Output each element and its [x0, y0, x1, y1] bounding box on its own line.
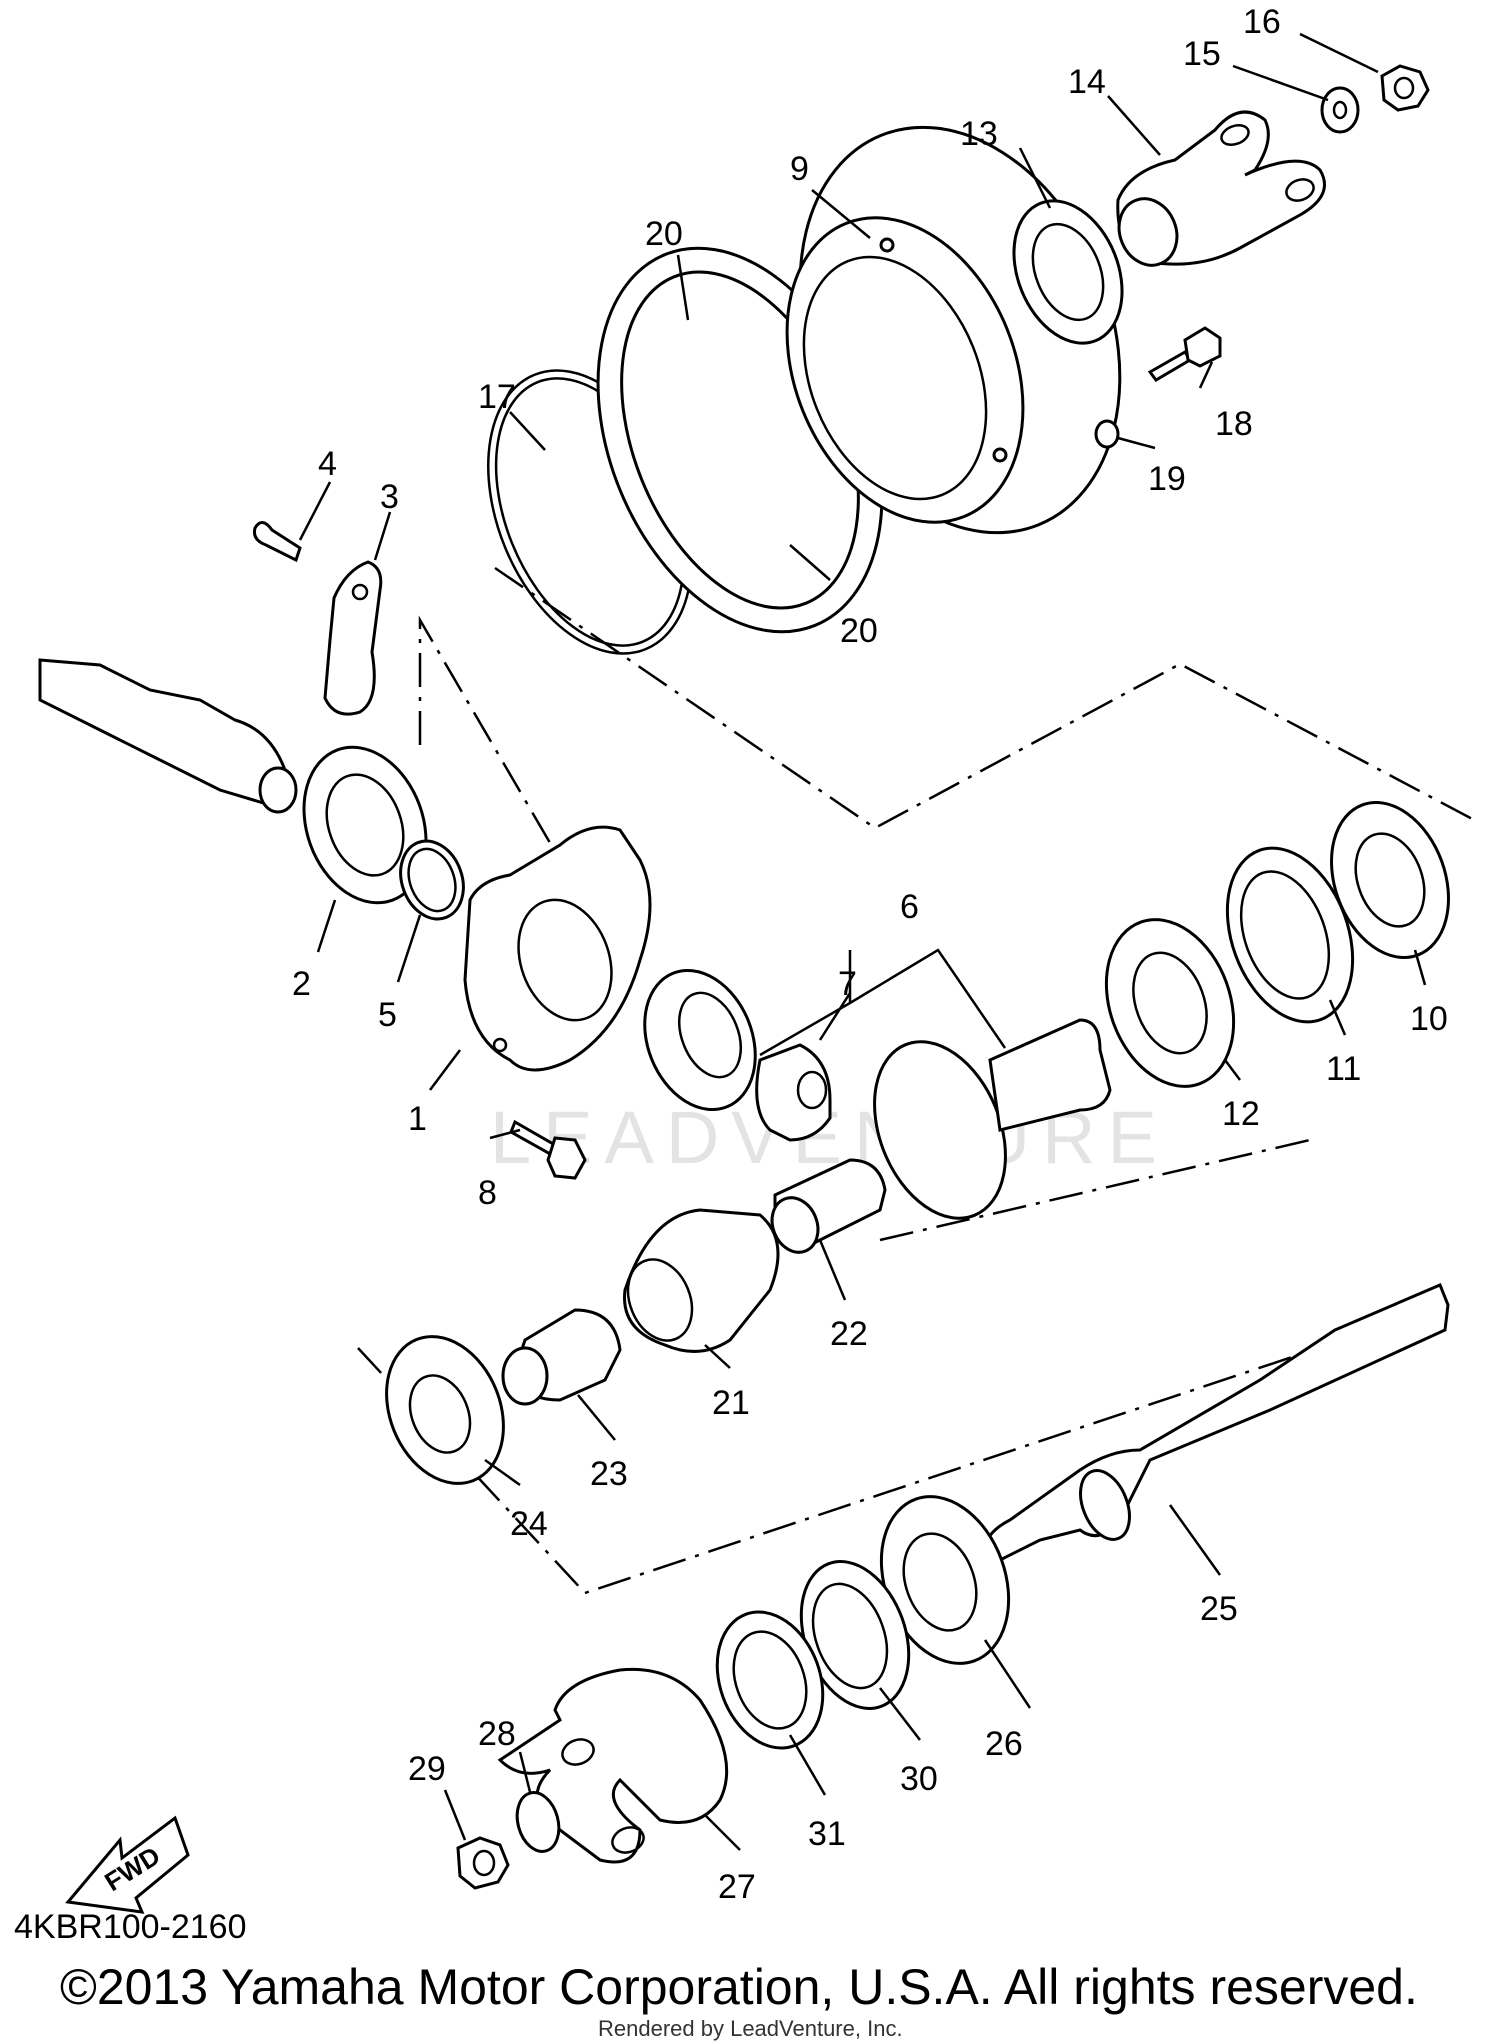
callout-29: 29 — [408, 1750, 446, 1788]
washer-28 — [515, 1791, 561, 1853]
bolt-8 — [509, 1119, 557, 1158]
assembly-line-upper — [494, 566, 1479, 830]
oil-seal-13-inner — [1031, 222, 1105, 322]
bearing-retainer-1 — [463, 825, 652, 1072]
callout-24: 24 — [510, 1505, 548, 1543]
callout-17: 17 — [478, 378, 516, 416]
washer-15 — [1320, 86, 1360, 134]
assembly-line-lower-drive — [879, 1138, 1311, 1242]
pinion-shaft-6 — [988, 1018, 1112, 1132]
callout-25: 25 — [1200, 1590, 1238, 1628]
bearing-24 — [385, 1335, 505, 1485]
callout-20-upper: 20 — [645, 215, 683, 253]
leader-lines — [298, 32, 1427, 1851]
callout-27: 27 — [718, 1868, 756, 1906]
copyright-notice: ©2013 Yamaha Motor Corporation, U.S.A. A… — [60, 1959, 1418, 2015]
yoke-14-spline — [1117, 197, 1179, 267]
callout-5: 5 — [378, 996, 397, 1034]
callouts: 1 2 3 4 5 6 7 8 9 10 11 12 13 14 15 16 1… — [292, 3, 1448, 1906]
screw-4 — [253, 521, 302, 563]
oil-seal-31 — [715, 1610, 825, 1750]
callout-19: 19 — [1148, 460, 1186, 498]
nut-16 — [1380, 64, 1430, 112]
oil-seal-13 — [1012, 199, 1124, 345]
callout-20-lower: 20 — [840, 612, 878, 650]
callout-7: 7 — [838, 965, 857, 1003]
callout-2: 2 — [292, 965, 311, 1003]
callout-4: 4 — [318, 445, 337, 483]
collar-7 — [755, 1043, 832, 1142]
callout-15: 15 — [1183, 35, 1221, 73]
callout-22: 22 — [830, 1315, 868, 1353]
washer-19 — [1094, 419, 1120, 449]
callout-12: 12 — [1222, 1095, 1260, 1133]
rendered-by-credit: Rendered by LeadVenture, Inc. — [598, 2016, 903, 2041]
drive-shaft-25 — [983, 1283, 1450, 1565]
callout-11: 11 — [1326, 1050, 1361, 1088]
diagram-code: 4KBR100-2160 — [14, 1908, 247, 1946]
callout-21: 21 — [712, 1384, 750, 1422]
ring-gear-6 — [643, 968, 757, 1112]
callout-31: 31 — [808, 1815, 846, 1853]
callout-23: 23 — [590, 1455, 628, 1493]
spring-21 — [623, 1208, 780, 1353]
callout-14: 14 — [1068, 63, 1106, 101]
bearing-housing-9-bore — [802, 255, 988, 501]
callout-9: 9 — [790, 150, 809, 188]
callout-3: 3 — [380, 478, 399, 516]
callout-13: 13 — [960, 115, 998, 153]
bolt-18 — [1147, 349, 1193, 382]
assembly-line-lower — [357, 1303, 1449, 1595]
callout-1: 1 — [408, 1100, 427, 1138]
drive-shaft-stub — [38, 658, 290, 807]
callout-26: 26 — [985, 1725, 1023, 1763]
nut-29 — [456, 1836, 510, 1890]
callout-28: 28 — [478, 1715, 516, 1753]
callout-18: 18 — [1215, 405, 1253, 443]
callout-6: 6 — [900, 888, 919, 926]
bearing-12 — [1104, 918, 1236, 1088]
callout-30: 30 — [900, 1760, 938, 1798]
bearing-housing-9-body — [785, 216, 1025, 524]
callout-10: 10 — [1410, 1000, 1448, 1038]
lock-plate-3 — [323, 560, 383, 716]
callout-8: 8 — [478, 1174, 497, 1212]
forward-arrow-icon — [65, 1815, 190, 1914]
assembly-line-left — [418, 615, 562, 861]
callout-16: 16 — [1243, 3, 1281, 41]
